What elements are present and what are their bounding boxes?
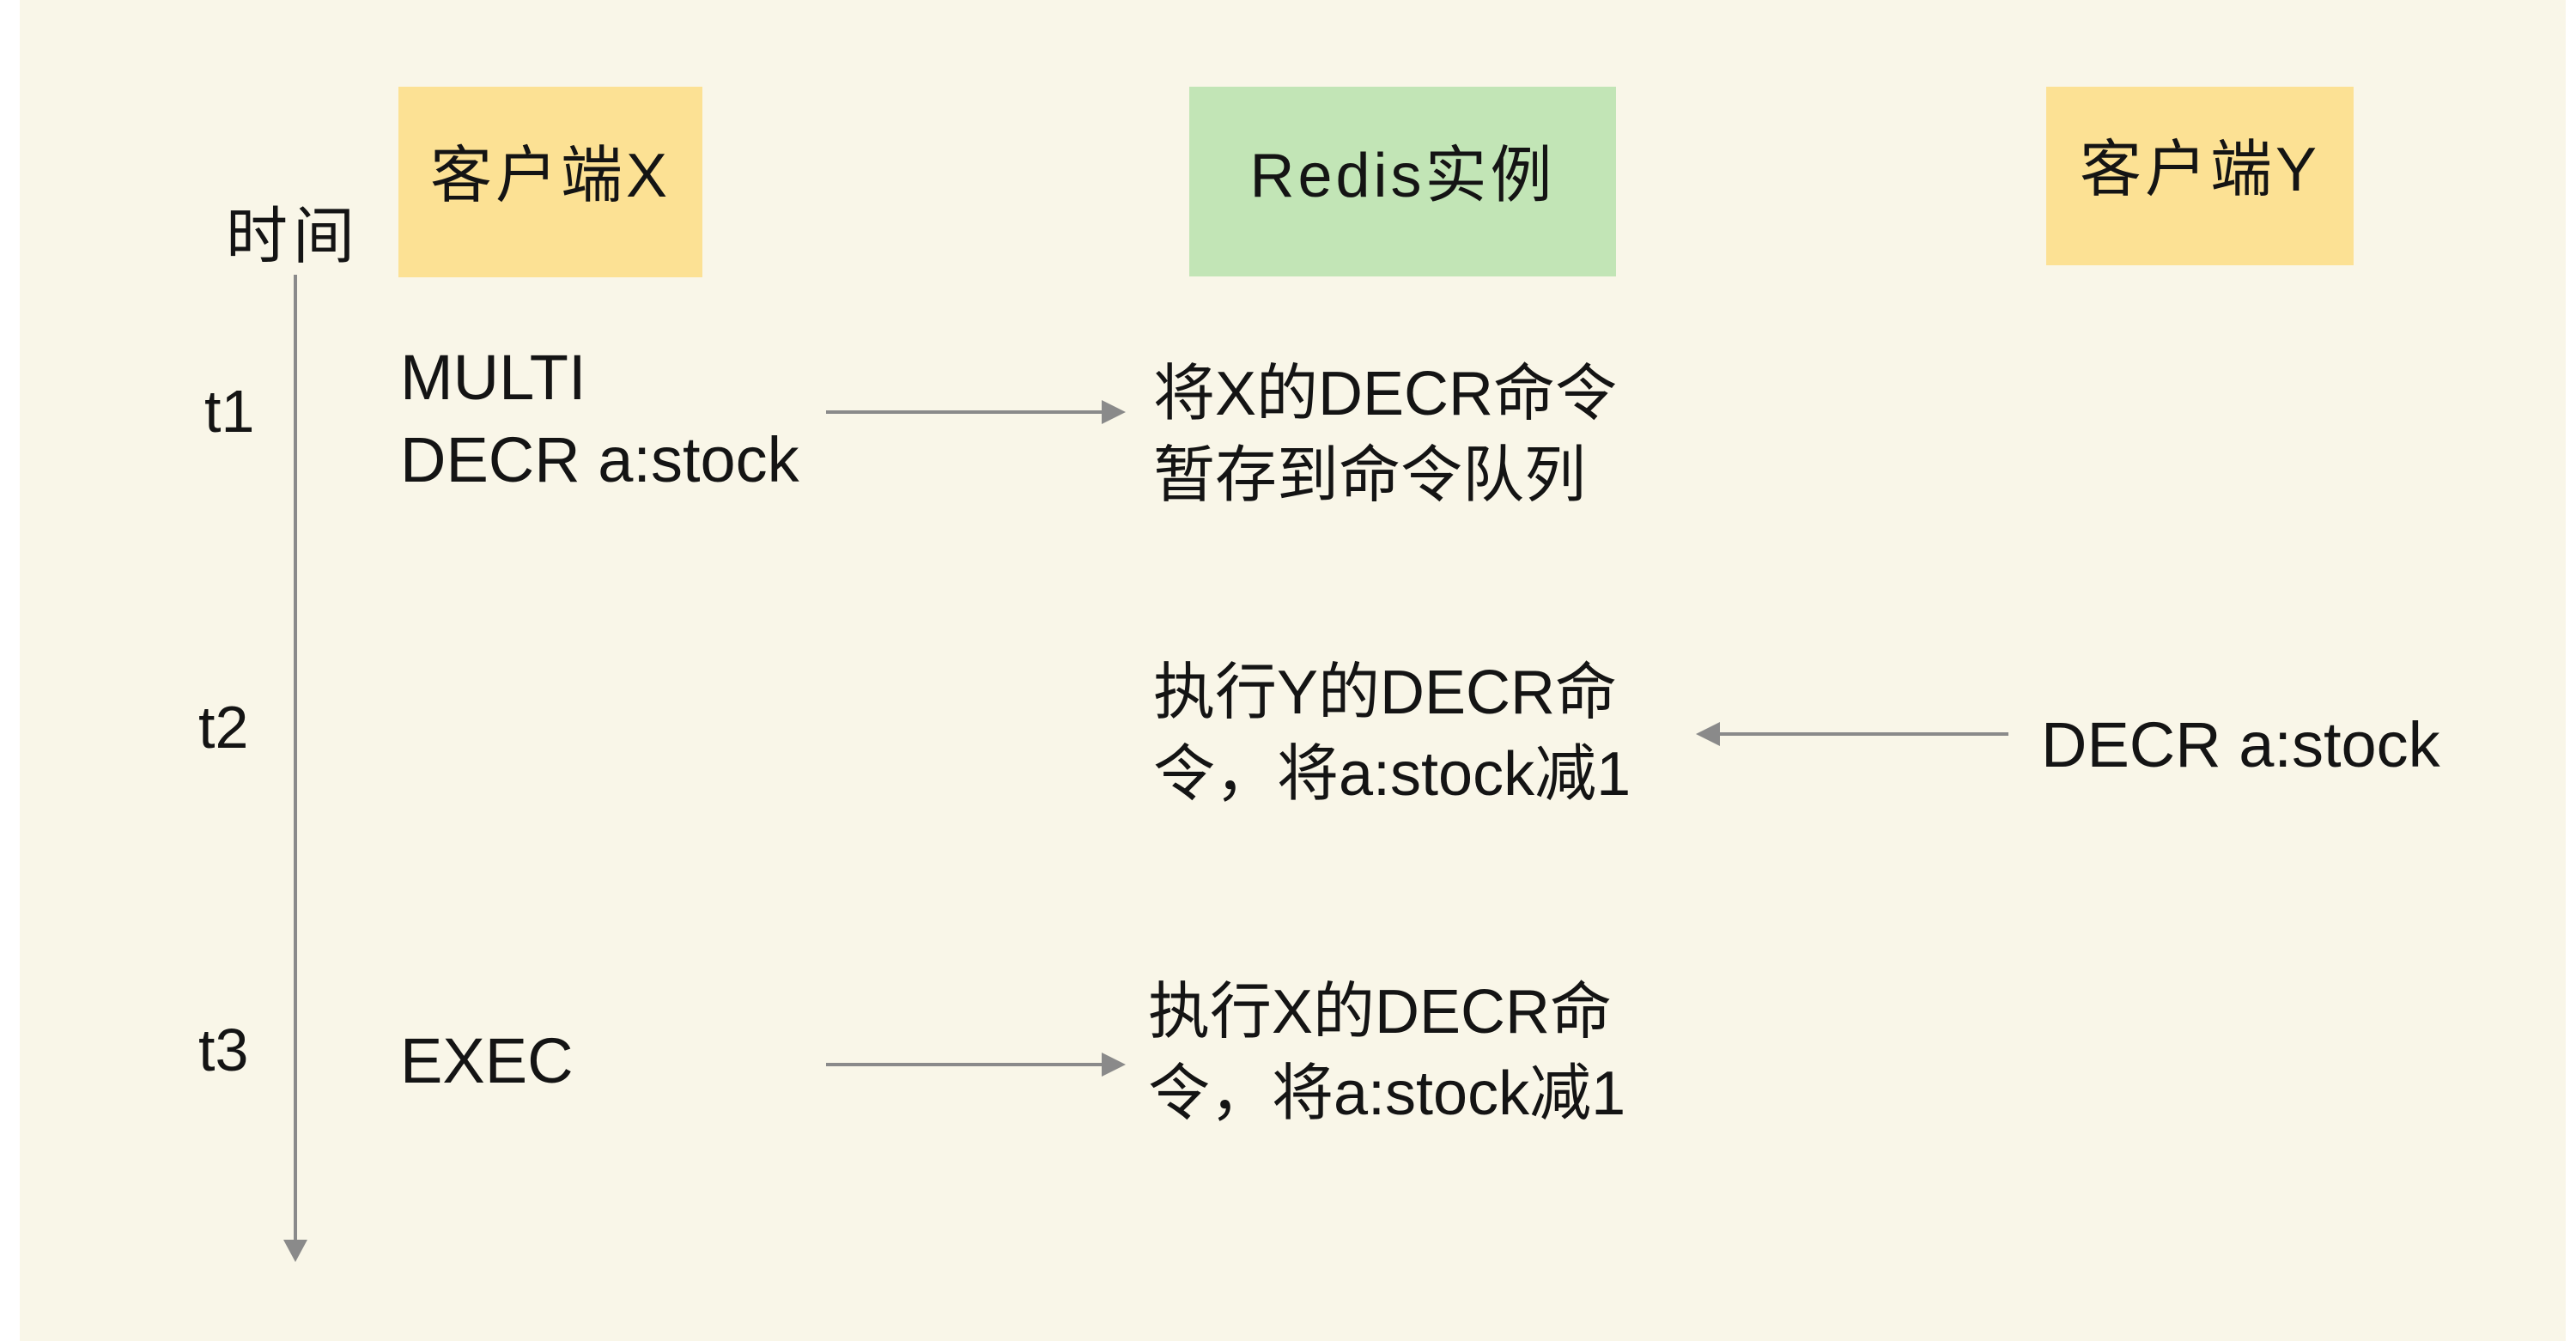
t1-client-x-line2: DECR a:stock <box>400 424 799 495</box>
t1-arrow-shaft <box>826 410 1103 414</box>
t3-client-x-line1: EXEC <box>400 1025 574 1096</box>
t2-arrow-shaft <box>1719 732 2008 736</box>
actor-label-client-x: 客户端X <box>429 142 671 210</box>
t1-arrow-right-icon <box>1102 400 1126 424</box>
time-axis-label: 时间 <box>226 203 361 271</box>
t2-arrow-left-icon <box>1696 722 1720 746</box>
t1-redis-line1: 将X的DECR命令 <box>1153 360 1618 428</box>
t3-redis-message: 执行X的DECR命 令，将a:stock减1 <box>1148 972 1625 1135</box>
t1-client-x-line1: MULTI <box>400 342 586 413</box>
tick-t2: t2 <box>198 694 249 761</box>
tick-t3: t3 <box>198 1016 249 1083</box>
tick-t1: t1 <box>204 378 255 445</box>
t1-redis-message: 将X的DECR命令 暂存到命令队列 <box>1153 354 1617 517</box>
t1-redis-line2: 暂存到命令队列 <box>1153 441 1587 510</box>
time-axis-arrow-down-icon <box>283 1240 307 1262</box>
t1-client-x-message: MULTI DECR a:stock <box>400 337 799 501</box>
actor-box-client-y: 客户端Y <box>2046 87 2354 265</box>
actor-label-client-y: 客户端Y <box>2079 136 2321 204</box>
t2-redis-line2: 令，将a:stock减1 <box>1153 740 1631 809</box>
actor-label-redis: Redis实例 <box>1249 141 1556 210</box>
actor-box-redis: Redis实例 <box>1189 87 1616 276</box>
time-axis-line <box>294 275 297 1241</box>
t3-redis-line2: 令，将a:stock减1 <box>1148 1059 1626 1128</box>
t2-redis-message: 执行Y的DECR命 令，将a:stock减1 <box>1153 652 1631 816</box>
t3-redis-line1: 执行X的DECR命 <box>1148 978 1613 1047</box>
t3-arrow-right-icon <box>1102 1053 1126 1077</box>
t2-client-y-message: DECR a:stock <box>2041 704 2440 786</box>
t3-client-x-message: EXEC <box>400 1020 574 1102</box>
t2-client-y-line1: DECR a:stock <box>2041 709 2440 780</box>
t2-redis-line1: 执行Y的DECR命 <box>1153 658 1618 727</box>
t3-arrow-shaft <box>826 1063 1103 1066</box>
actor-box-client-x: 客户端X <box>398 87 702 277</box>
